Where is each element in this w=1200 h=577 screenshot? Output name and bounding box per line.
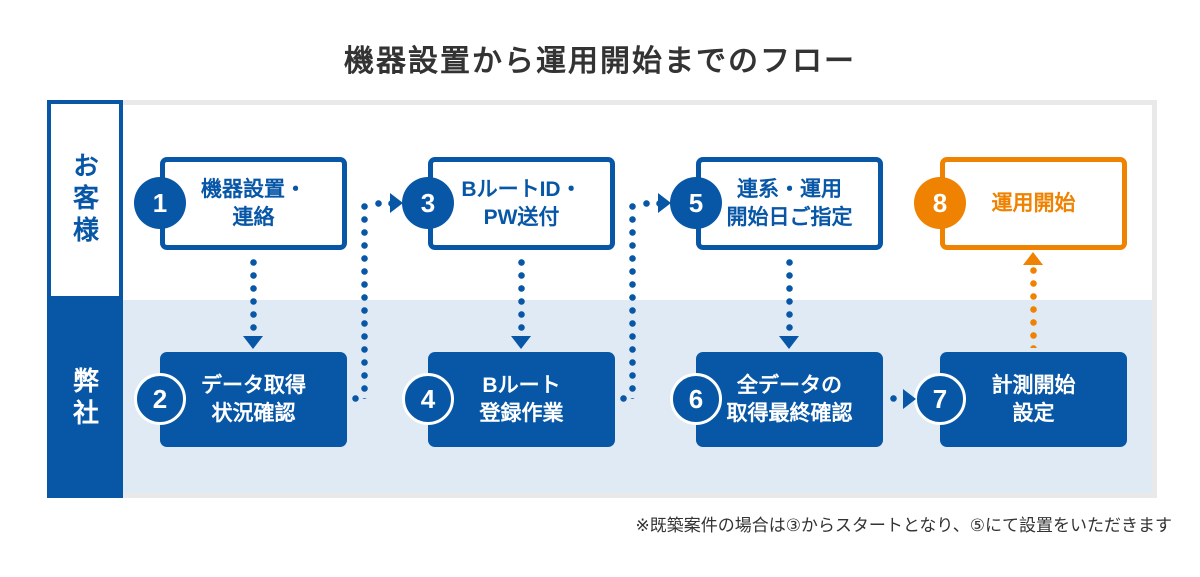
step-box-8-operation-start: 運用開始 bbox=[940, 157, 1127, 250]
step-label-line: 取得最終確認 bbox=[726, 401, 853, 425]
arrow-right-icon bbox=[658, 193, 671, 213]
step-number-badge-4: 4 bbox=[402, 373, 454, 425]
step-label-line: 連系・運用 bbox=[737, 178, 842, 202]
step-label-line: 全データの bbox=[737, 374, 842, 398]
arrow-down-icon bbox=[779, 336, 799, 349]
step-label-line: 運用開始 bbox=[991, 191, 1076, 215]
arrow-up-icon bbox=[1023, 252, 1043, 265]
step-label-line: データ取得 bbox=[201, 374, 306, 398]
connector-5-6-dotted-line bbox=[786, 256, 793, 334]
step-number-badge-3: 3 bbox=[402, 177, 454, 229]
step-label-line: BルートID・ bbox=[461, 178, 582, 202]
step-number-badge-8: 8 bbox=[914, 177, 966, 229]
arrow-right-icon bbox=[903, 389, 916, 409]
connector-4-5-dotted-line bbox=[640, 200, 658, 207]
step-box-2-data-check: データ取得 状況確認 bbox=[160, 352, 347, 447]
page-title: 機器設置から運用開始までのフロー bbox=[344, 45, 856, 78]
step-label-line: 計測開始 bbox=[991, 374, 1076, 398]
step-label-line: 連絡 bbox=[232, 205, 275, 229]
step-number-badge-5: 5 bbox=[670, 177, 722, 229]
step-label-line: 機器設置・ bbox=[201, 178, 306, 202]
connector-7-8-dotted-line bbox=[1030, 264, 1037, 348]
step-number-badge-2: 2 bbox=[134, 373, 186, 425]
step-number-badge-1: 1 bbox=[134, 177, 186, 229]
step-box-5-start-date: 連系・運用 開始日ご指定 bbox=[696, 157, 883, 250]
step-label-line: 開始日ご指定 bbox=[726, 205, 853, 229]
arrow-down-icon bbox=[511, 336, 531, 349]
customer-lane-label: お客様 bbox=[47, 100, 123, 300]
step-number-badge-6: 6 bbox=[670, 373, 722, 425]
arrow-right-icon bbox=[390, 193, 403, 213]
company-lane-label: 弊社 bbox=[47, 300, 123, 498]
connector-2-3-dotted-line bbox=[361, 200, 368, 399]
connector-3-4-dotted-line bbox=[518, 256, 525, 334]
step-label-line: 登録作業 bbox=[479, 401, 564, 425]
connector-2-3-dotted-line bbox=[372, 200, 390, 207]
step-box-6-final-data-check: 全データの 取得最終確認 bbox=[696, 352, 883, 447]
step-label-line: 状況確認 bbox=[211, 401, 296, 425]
step-box-7-measurement-setting: 計測開始 設定 bbox=[940, 352, 1127, 447]
arrow-down-icon bbox=[243, 336, 263, 349]
connector-2-3-dotted-line bbox=[349, 395, 365, 402]
step-box-3-broute-id: BルートID・ PW送付 bbox=[428, 157, 615, 250]
connector-6-7-dotted-line bbox=[887, 395, 901, 402]
step-box-1-equipment-install: 機器設置・ 連絡 bbox=[160, 157, 347, 250]
step-label-line: 設定 bbox=[1012, 401, 1055, 425]
step-number-badge-7: 7 bbox=[914, 373, 966, 425]
connector-1-2-dotted-line bbox=[250, 256, 257, 334]
step-box-4-broute-registration: Bルート 登録作業 bbox=[428, 352, 615, 447]
step-label-line: Bルート bbox=[482, 374, 561, 398]
step-label-line: PW送付 bbox=[483, 205, 560, 229]
connector-4-5-dotted-line bbox=[629, 200, 636, 399]
footnote-text: ※既築案件の場合は③からスタートとなり、⑤にて設置をいただきます bbox=[635, 516, 1172, 535]
connector-4-5-dotted-line bbox=[617, 395, 633, 402]
